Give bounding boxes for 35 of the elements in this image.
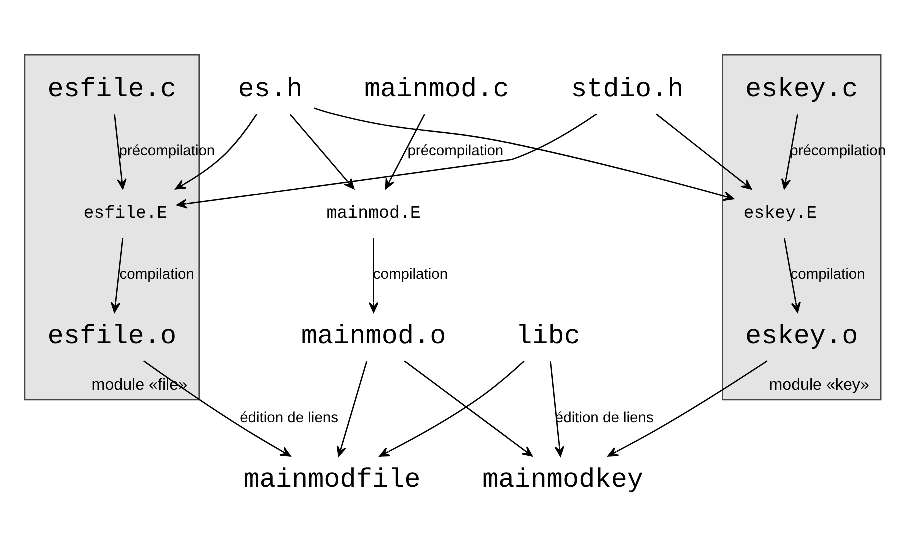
- edge-label: précompilation: [408, 143, 504, 160]
- node-text: stdio.h: [571, 76, 684, 106]
- arrow: [144, 360, 292, 457]
- node-text: libc: [516, 322, 580, 353]
- arrow: [314, 108, 734, 202]
- node-text: esfile.o: [48, 322, 177, 353]
- arrow: [404, 360, 533, 457]
- node-text: esfile.E: [84, 204, 168, 224]
- arrow: [110, 238, 124, 313]
- edge-label: compilation: [373, 266, 448, 283]
- node-text: mainmodfile: [244, 466, 421, 496]
- arrow: [336, 361, 368, 457]
- arrow: [379, 360, 525, 457]
- edge-label: édition de liens: [240, 410, 338, 427]
- arrow: [781, 114, 798, 190]
- node-text: mainmod.E: [326, 204, 421, 224]
- node-text: mainmod.o: [301, 322, 446, 353]
- node-text: mainmod.c: [364, 76, 510, 106]
- arrow: [608, 360, 768, 457]
- arrow: [784, 238, 801, 313]
- arrow: [114, 114, 127, 190]
- node-text: mainmodkey: [482, 466, 644, 496]
- arrow: [550, 361, 565, 457]
- node-text: eskey.E: [744, 204, 818, 224]
- arrow: [176, 114, 598, 209]
- node-text: eskey.c: [746, 76, 858, 106]
- edge-label: compilation: [790, 266, 866, 283]
- arrow: [656, 114, 752, 190]
- arrow: [175, 114, 258, 190]
- node-text: esfile.c: [48, 76, 177, 106]
- edge-label: compilation: [120, 266, 194, 283]
- arrow: [385, 114, 426, 190]
- node-text: eskey.o: [746, 322, 858, 353]
- arrow: [368, 238, 379, 313]
- node-text: es.h: [238, 76, 303, 106]
